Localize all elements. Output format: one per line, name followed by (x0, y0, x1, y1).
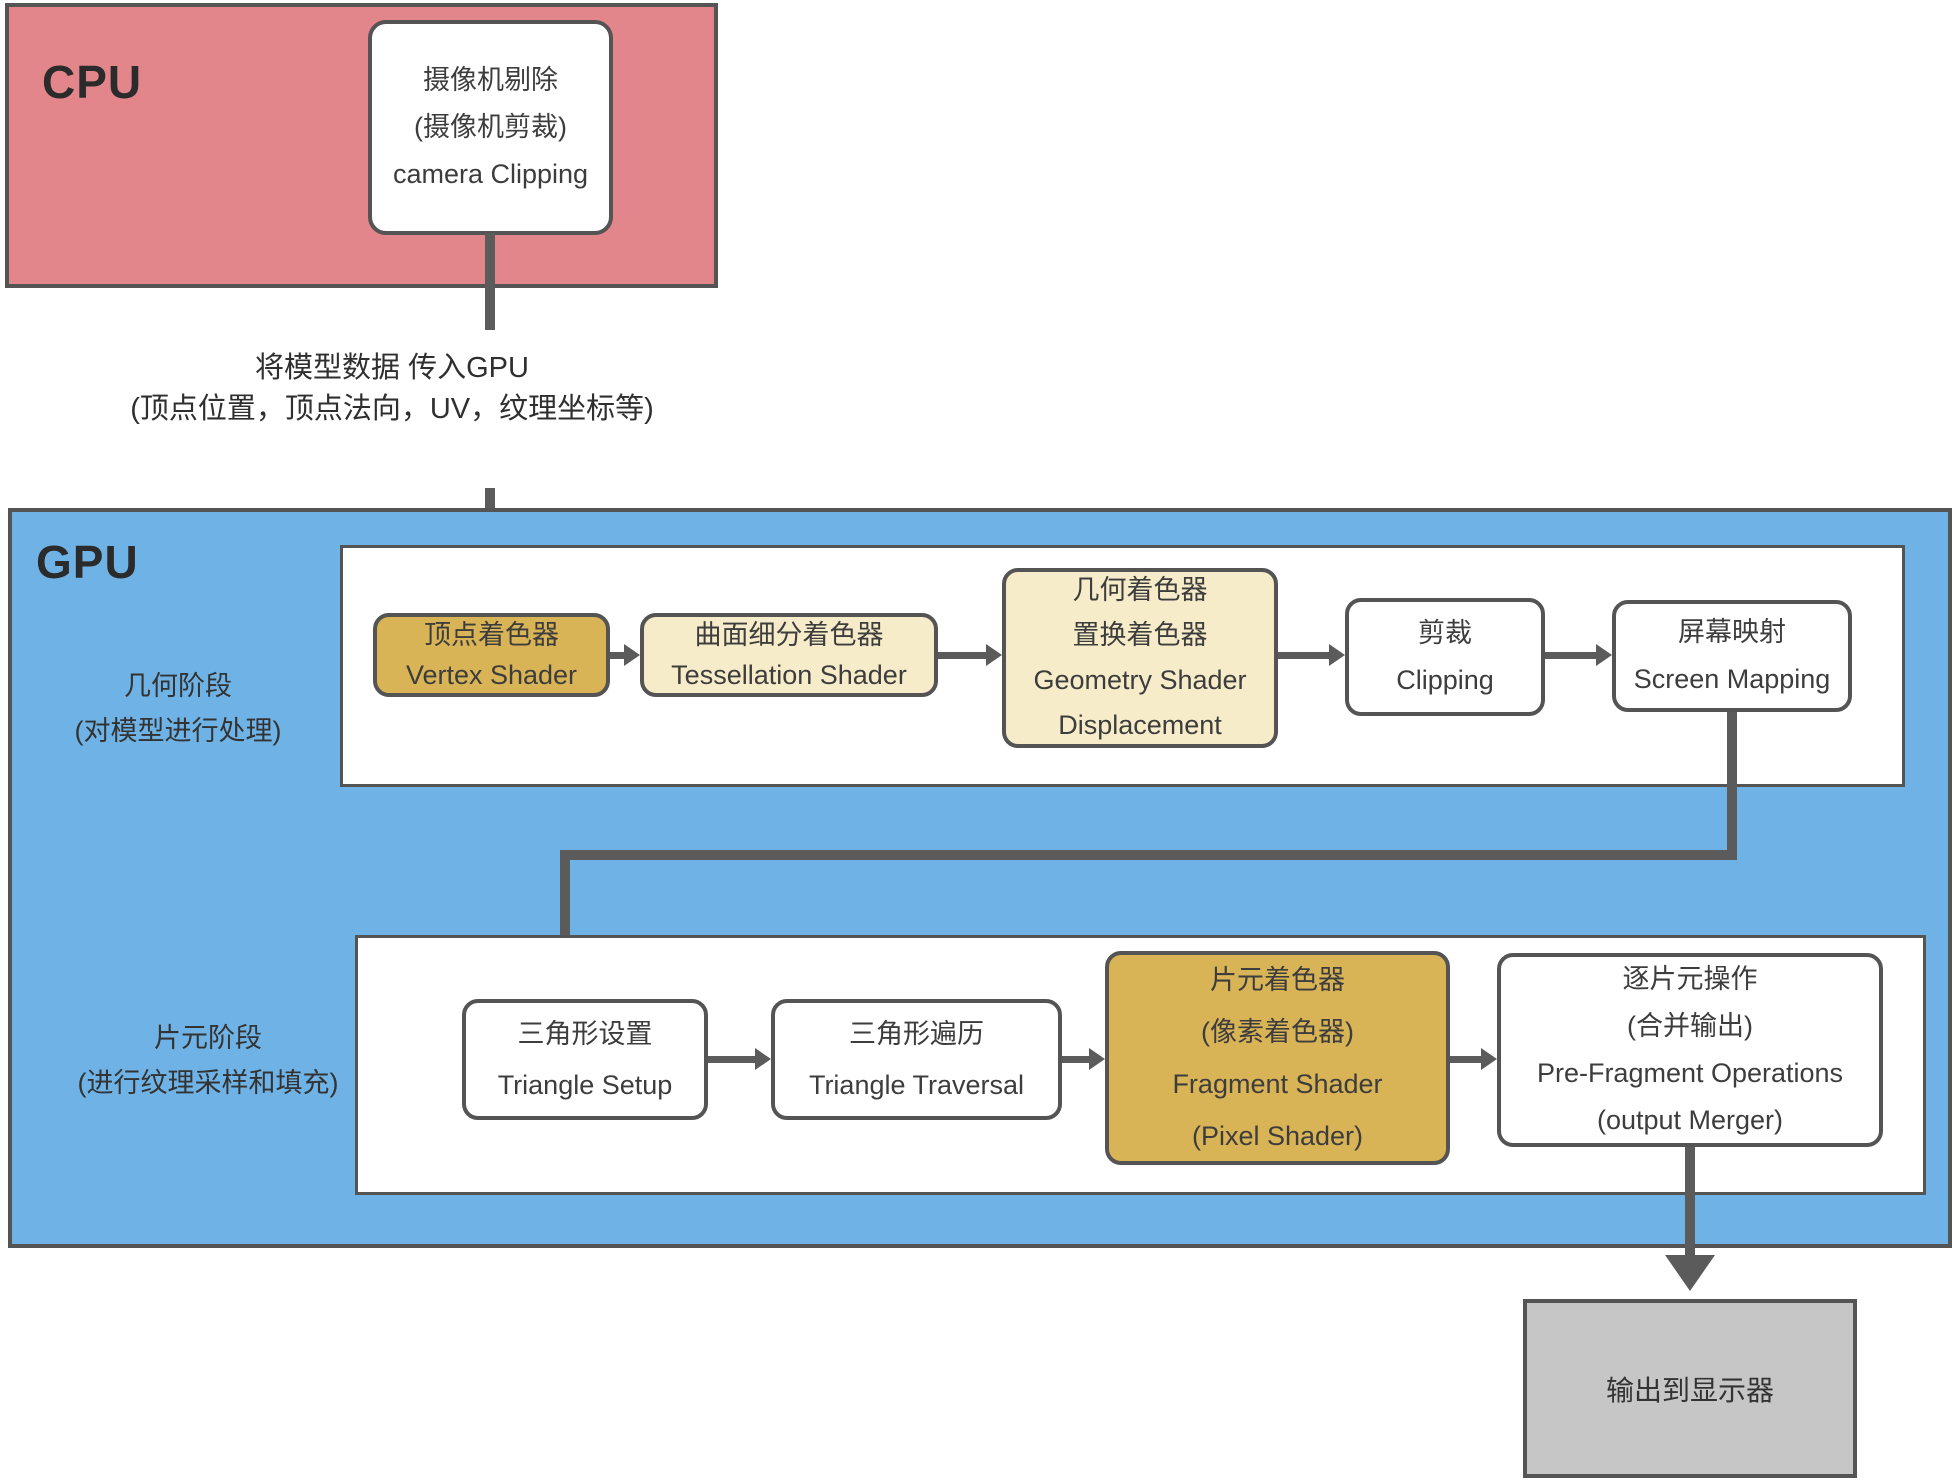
node-label: Screen Mapping (1633, 664, 1831, 694)
node-label: Triangle Setup (497, 1069, 673, 1100)
fragment-stage-label: 片元阶段 (进行纹理采样和填充) (48, 1016, 368, 1106)
node-label: Pre-Fragment Operations (1536, 1058, 1844, 1088)
node-clipping: 剪裁 Clipping (1345, 598, 1545, 716)
node-label: 三角形设置 (517, 1018, 653, 1049)
node-label: 摄像机剔除 (423, 65, 558, 95)
node-screen-mapping: 屏幕映射 Screen Mapping (1612, 600, 1852, 712)
arrowhead-right (1596, 644, 1612, 666)
node-label: Geometry Shader (1033, 665, 1247, 695)
arrow-line (708, 1056, 755, 1063)
connector-elbow-h (560, 850, 1737, 860)
node-label: camera Clipping (392, 159, 589, 189)
node-label: 几何着色器 (1072, 575, 1208, 605)
stage-label-line: 片元阶段 (154, 1023, 262, 1053)
node-triangle-setup: 三角形设置 Triangle Setup (462, 999, 708, 1120)
arrowhead-right (624, 644, 640, 666)
node-vertex-shader: 顶点着色器 Vertex Shader (373, 613, 610, 697)
output-label: 输出到显示器 (1605, 1374, 1774, 1406)
arrow-line (1450, 1056, 1483, 1063)
node-label: Vertex Shader (405, 660, 578, 690)
node-label: Triangle Traversal (808, 1069, 1025, 1100)
node-fragment-shader: 片元着色器 (像素着色器) Fragment Shader (Pixel Sha… (1105, 951, 1450, 1165)
node-label: (Pixel Shader) (1191, 1121, 1364, 1151)
arrow-line (1278, 652, 1330, 659)
connector-cpu-down (485, 233, 495, 330)
transfer-line: (顶点位置，顶点法向，UV，纹理坐标等) (130, 393, 654, 425)
node-output-display: 输出到显示器 (1523, 1299, 1857, 1478)
node-tessellation-shader: 曲面细分着色器 Tessellation Shader (640, 613, 938, 697)
cpu-label: CPU (42, 56, 143, 108)
node-label: (摄像机剪裁) (414, 112, 567, 142)
stage-label-line: (对模型进行处理) (74, 716, 282, 746)
node-label: 三角形遍历 (849, 1018, 984, 1049)
node-label: Displacement (1058, 710, 1222, 740)
arrowhead-right (986, 644, 1002, 666)
arrow-line (1545, 652, 1598, 659)
node-label: 逐片元操作 (1622, 964, 1758, 994)
arrow-line (1062, 1056, 1091, 1063)
node-label: Clipping (1396, 665, 1494, 695)
node-label: 曲面细分着色器 (694, 620, 884, 650)
arrowhead-right (755, 1048, 771, 1070)
node-label: 剪裁 (1418, 618, 1472, 648)
arrowhead-to-output (1665, 1255, 1715, 1291)
arrowhead-right (1089, 1048, 1105, 1070)
node-geometry-shader: 几何着色器 置换着色器 Geometry Shader Displacement (1002, 568, 1278, 748)
geometry-stage-label: 几何阶段 (对模型进行处理) (28, 664, 328, 754)
node-label: (output Merger) (1596, 1105, 1784, 1135)
transfer-line: 将模型数据 传入GPU (255, 352, 529, 384)
node-label: 片元着色器 (1210, 965, 1345, 995)
stage-label-line: 几何阶段 (124, 671, 232, 701)
connector-elbow-v1 (1727, 712, 1737, 860)
gpu-label: GPU (36, 536, 139, 588)
arrowhead-right (1329, 644, 1345, 666)
node-label: 置换着色器 (1072, 620, 1208, 650)
node-label: (合并输出) (1627, 1011, 1753, 1041)
connector-elbow-v2 (560, 850, 570, 965)
connector-to-output (1685, 1147, 1695, 1257)
stage-label-line: (进行纹理采样和填充) (77, 1068, 339, 1098)
node-label: 屏幕映射 (1678, 617, 1786, 647)
transfer-annotation: 将模型数据 传入GPU (顶点位置，顶点法向，UV，纹理坐标等) (92, 348, 692, 430)
node-triangle-traversal: 三角形遍历 Triangle Traversal (771, 999, 1062, 1120)
node-label: 顶点着色器 (424, 620, 559, 650)
arrowhead-right (1481, 1048, 1497, 1070)
node-pre-fragment-operations: 逐片元操作 (合并输出) Pre-Fragment Operations (ou… (1497, 953, 1883, 1147)
arrow-line (938, 652, 988, 659)
arrow-line (610, 652, 626, 659)
node-camera-clipping: 摄像机剔除 (摄像机剪裁) camera Clipping (368, 20, 613, 235)
node-label: Tessellation Shader (671, 660, 907, 690)
node-label: (像素着色器) (1201, 1017, 1354, 1047)
node-label: Fragment Shader (1172, 1069, 1383, 1099)
